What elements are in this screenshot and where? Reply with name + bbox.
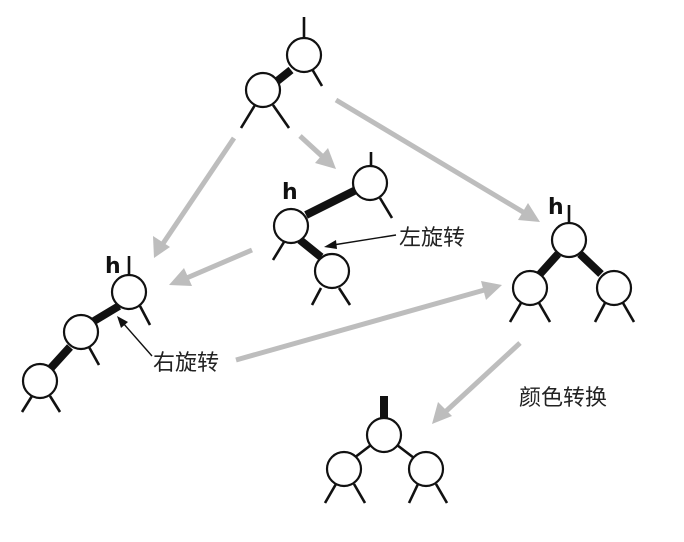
tree-node-h — [550, 221, 588, 259]
flow-arrow-top-to-right — [334, 97, 540, 222]
tree-right: h — [508, 195, 636, 323]
tree-node — [62, 313, 100, 351]
flow-arrow-top-to-left — [153, 136, 237, 258]
flow-arrow-top-to-center — [298, 134, 336, 169]
flow-arrow-right-rotation-to-right — [235, 281, 502, 363]
tree-node — [285, 36, 323, 74]
flow-arrows — [153, 97, 540, 424]
tree-bottom — [323, 396, 449, 504]
h-label: h — [282, 180, 298, 205]
tree-top — [239, 17, 324, 129]
label-pointers — [117, 234, 397, 357]
tree-node-h — [272, 207, 310, 245]
flip-colors-label: 颜色转换 — [519, 386, 607, 411]
flow-arrow-center-to-left — [169, 247, 253, 286]
tree-node — [351, 164, 389, 202]
rotate-left-label: 左旋转 — [399, 226, 465, 251]
tree-node — [511, 269, 549, 307]
tree-node — [595, 269, 633, 307]
tree-node-h — [110, 273, 148, 311]
tree-node — [313, 252, 351, 290]
tree-node — [407, 450, 445, 488]
pointer-rotate-left — [324, 234, 397, 249]
h-label: h — [105, 254, 121, 279]
flow-arrow-right-to-bottom — [432, 341, 522, 424]
tree-node — [21, 362, 59, 400]
pointer-rotate-right — [117, 316, 153, 357]
tree-node — [365, 416, 403, 454]
h-label: h — [548, 195, 564, 220]
tree-left: h — [20, 254, 152, 413]
tree-node — [325, 450, 363, 488]
rotate-right-label: 右旋转 — [153, 351, 219, 376]
tree-center: h — [271, 152, 394, 306]
tree-node — [244, 71, 282, 109]
